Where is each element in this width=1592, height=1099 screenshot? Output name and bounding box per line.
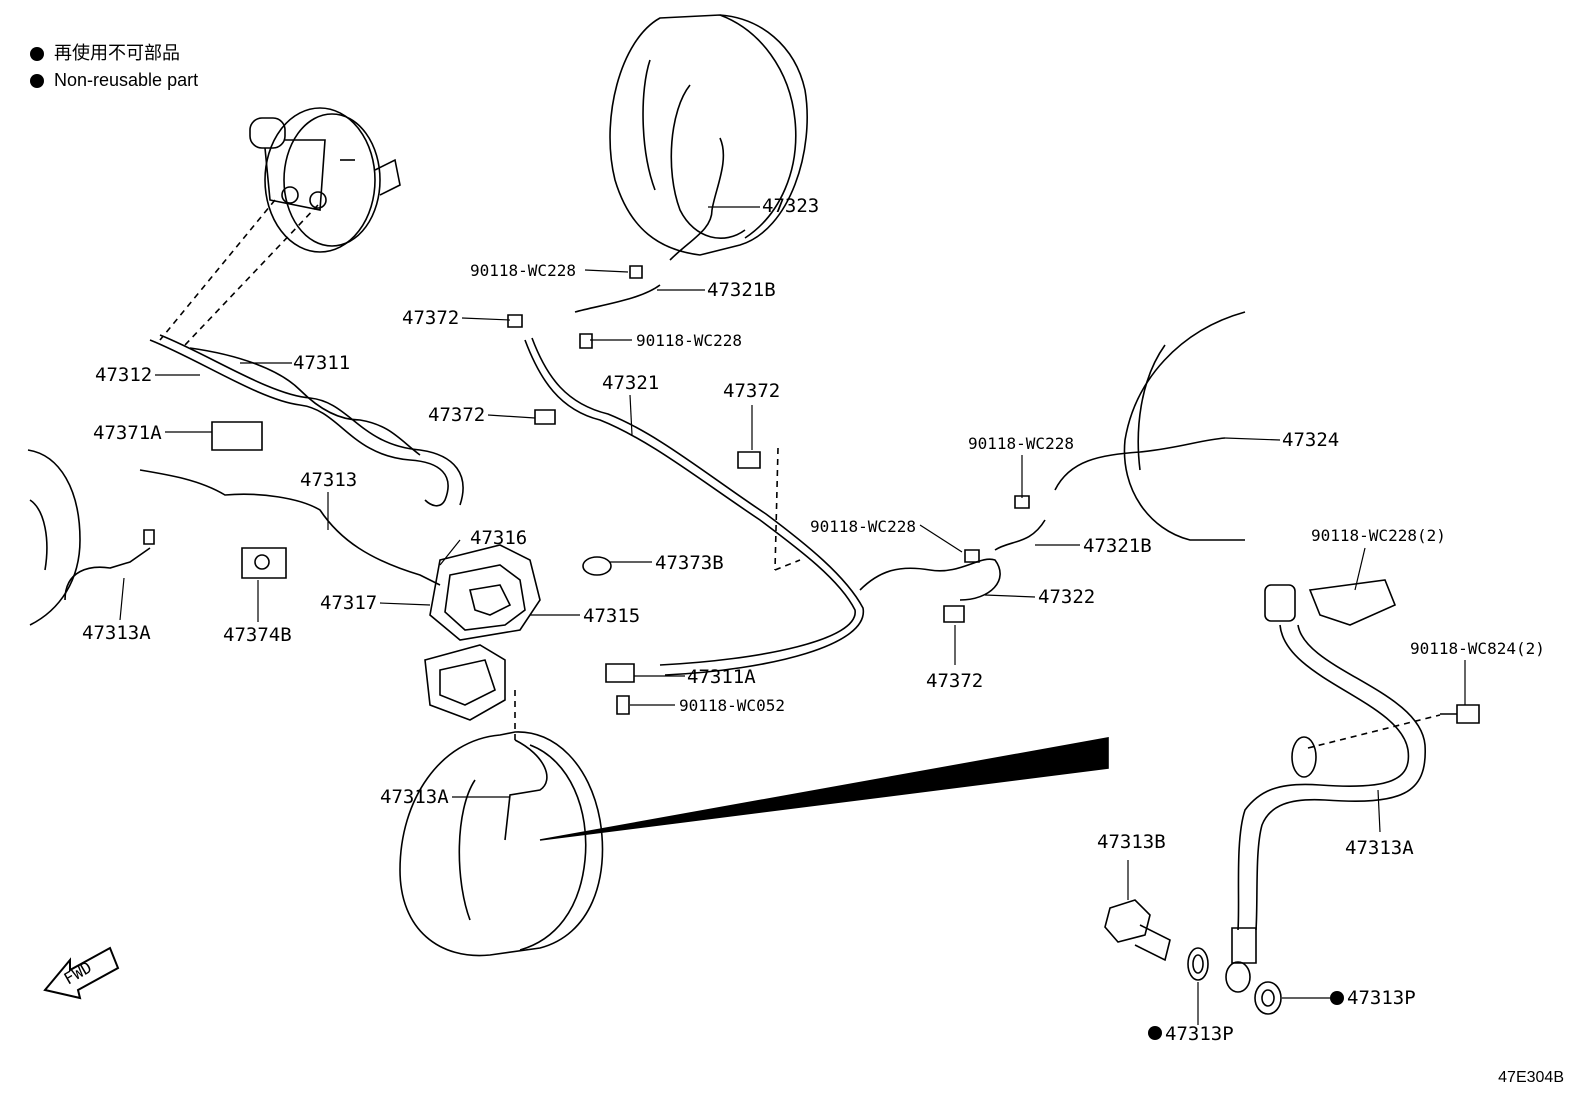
legend-row-jp: 再使用不可部品 [30,40,198,67]
non-reusable-dot-icon [30,46,44,61]
label-90118-wc228-center: 90118-WC228 [810,517,916,536]
label-47322: 47322 [1038,586,1095,608]
label-47313P-bottom: 47313P [1165,1023,1234,1045]
brake-pipe-47313 [140,470,440,585]
clip-90118-mid [580,334,592,348]
label-90118-wc228-top: 90118-WC228 [470,261,576,280]
label-47321B-right: 47321B [1083,535,1152,557]
label-90118-wc228-2: 90118-WC228(2) [1311,526,1446,545]
label-47321B-top: 47321B [707,279,776,301]
label-47372-d: 47372 [926,670,983,692]
detail-bolt-90118-wc824-2 [1440,705,1479,723]
clip-47372-c [738,452,760,468]
label-47372-b: 47372 [428,404,485,426]
brake-pipe-47323 [575,138,723,312]
rear-right-tire [1124,312,1245,540]
gasket-47313P-a [1188,948,1208,980]
label-90118-wc824-2: 90118-WC824(2) [1410,639,1545,658]
legend-text-jp: 再使用不可部品 [54,43,180,63]
abs-actuator [425,545,540,720]
detail-clip-90118-wc228-2 [1310,580,1395,625]
label-47313A-center: 47313A [380,786,449,808]
zoom-wedge [540,738,1108,840]
label-47313: 47313 [300,469,357,491]
label-47313A-left: 47313A [82,622,151,644]
clip-47372-a [508,315,522,327]
brake-pipe-47311 [190,348,420,455]
brake-pipe-47322 [860,559,1000,600]
label-47311A: 47311A [687,666,756,688]
brake-pipe-47321B-right [995,520,1045,550]
booster-callout-lines [160,200,1440,748]
reference-code: 47E304B [1498,1069,1564,1086]
label-47372-a: 47372 [402,307,459,329]
non-reusable-dot-icon [1330,991,1344,1005]
label-47372-c: 47372 [723,380,780,402]
label-47373B: 47373B [655,552,724,574]
legend-text-en: Non-reusable part [54,70,199,90]
label-47313A-right: 47313A [1345,837,1414,859]
label-47313P-right: 47313P [1347,987,1416,1009]
clip-90118-top [630,266,642,278]
non-reusable-dot-icon [1148,1026,1162,1040]
clip-47372-d [944,606,964,622]
fwd-arrow-icon: FWD [43,946,120,1000]
front-right-tire [610,15,807,255]
detail-flex-hose-47313A [1226,585,1425,992]
detail-union-bolt-47313B [1105,900,1170,960]
label-47315: 47315 [583,605,640,627]
bracket-47371A [212,422,262,450]
label-47316: 47316 [470,527,527,549]
label-47324: 47324 [1282,429,1339,451]
label-47313B: 47313B [1097,831,1166,853]
legend-row-en: Non-reusable part [30,67,198,94]
bolt-90118-wc052 [617,696,629,714]
front-left-tire [28,450,80,625]
clip-47372-b [535,410,555,424]
legend: 再使用不可部品 Non-reusable part [30,40,198,94]
brake-pipe-47324 [1055,438,1225,490]
label-47317: 47317 [320,592,377,614]
leader-lines [120,207,1465,1025]
non-reusable-dot-icon [30,73,44,88]
grommet-47373B [583,557,611,575]
label-47323: 47323 [762,195,819,217]
label-90118-wc052: 90118-WC052 [679,696,785,715]
brake-booster [250,108,400,252]
label-47371A: 47371A [93,422,162,444]
bracket-47311A [606,664,634,682]
bracket-47374B [242,548,286,578]
label-47312: 47312 [95,364,152,386]
rear-left-tire [400,732,603,956]
part-labels: 47323 90118-WC228 47321B 47372 90118-WC2… [82,195,1545,1045]
label-47311: 47311 [293,352,350,374]
brake-pipe-47312 [150,335,463,506]
flex-hose-47313A-center [505,740,547,840]
label-47321: 47321 [602,372,659,394]
label-47374B: 47374B [223,624,292,646]
gasket-47313P-b [1255,982,1281,1014]
flex-hose-47313A-left [65,530,154,600]
brake-pipe-47321 [525,338,863,675]
clip-90118-center [965,550,979,562]
label-90118-wc228-mid: 90118-WC228 [636,331,742,350]
label-90118-wc228-right: 90118-WC228 [968,434,1074,453]
